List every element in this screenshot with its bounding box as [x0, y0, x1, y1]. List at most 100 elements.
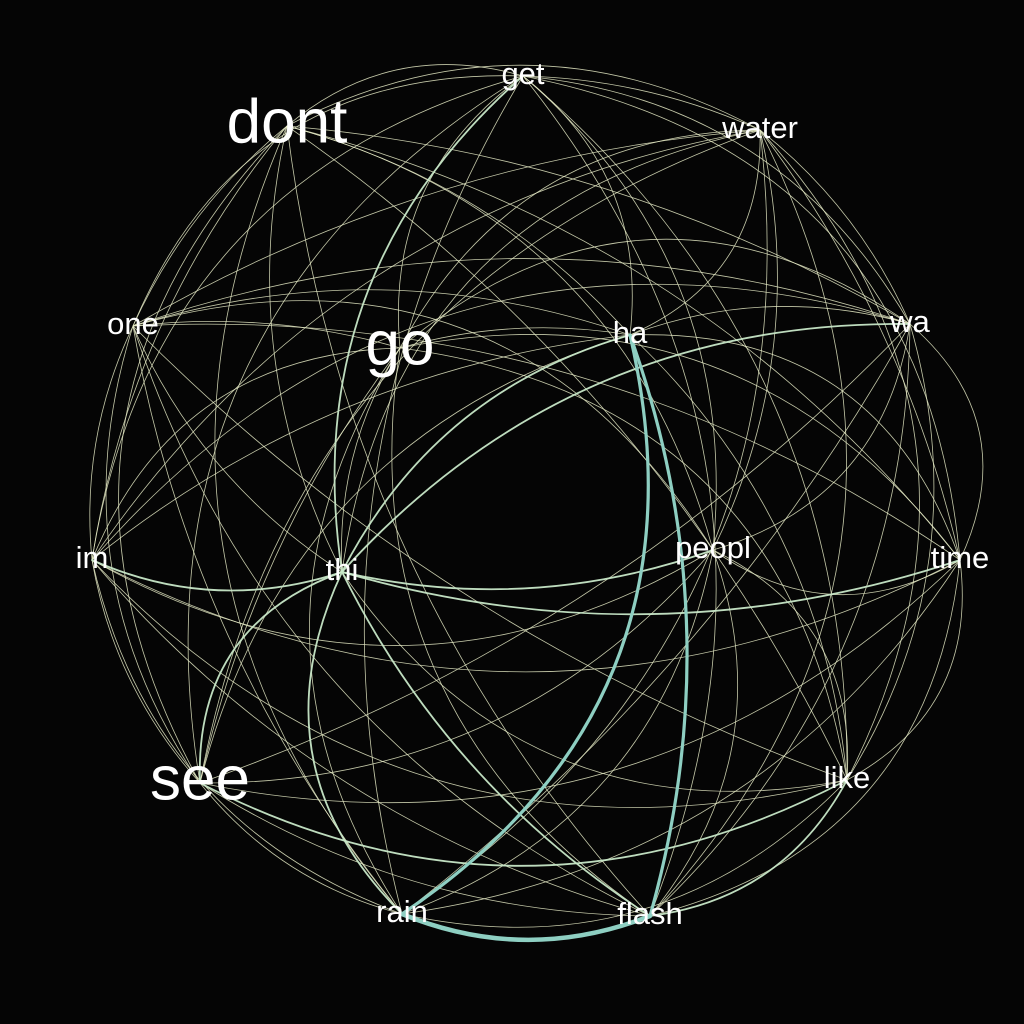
edge-rain-time: [401, 559, 961, 915]
node-label-go: go: [366, 309, 435, 378]
node-label-time: time: [931, 540, 990, 575]
edge-go-see: [199, 347, 401, 784]
edge-time-get: [522, 75, 961, 561]
edge-dont-see: [118, 125, 288, 784]
edge-thi-peopl: [341, 549, 714, 591]
edge-like-see: [199, 779, 848, 867]
edge-go-get: [397, 75, 524, 349]
edge-water-get: [522, 75, 761, 131]
edge-im-get: [91, 75, 524, 561]
edge-time-wa: [909, 323, 984, 561]
edge-dont-get: [286, 64, 524, 127]
edge-go-one: [132, 320, 401, 349]
edge-like-wa: [846, 323, 935, 781]
edge-go-wa: [399, 238, 911, 349]
edge-thi-wa: [341, 323, 911, 573]
edge-thi-see: [198, 571, 343, 784]
edge-dont-wa: [286, 125, 911, 325]
edge-dont-time: [286, 125, 961, 561]
edge-go-thi: [341, 347, 401, 573]
edge-peopl-im: [91, 549, 714, 646]
edge-see-wa: [199, 323, 911, 784]
edge-ha-time: [629, 334, 961, 561]
edge-go-im: [91, 347, 401, 561]
edge-dont-im: [91, 125, 288, 561]
edge-one-get: [132, 75, 524, 327]
edge-dont-one: [132, 125, 288, 327]
node-label-rain: rain: [376, 894, 428, 929]
edge-layer: [89, 64, 984, 943]
edge-one-flash: [132, 325, 651, 917]
edge-one-thi: [132, 325, 343, 573]
edge-one-water: [132, 129, 761, 327]
edge-im-like: [91, 559, 848, 808]
edge-im-see: [91, 559, 201, 784]
edge-rain-get: [363, 75, 524, 915]
node-label-one: one: [107, 306, 159, 341]
node-label-peopl: peopl: [675, 530, 751, 565]
edge-peopl-see: [199, 549, 714, 784]
edge-one-like: [132, 325, 848, 781]
edge-im-water: [91, 129, 761, 561]
edge-go-like: [399, 347, 848, 781]
edge-im-thi: [91, 559, 343, 592]
label-layer: getwaterwatimelikeflashrainseeimonedontg…: [76, 56, 990, 931]
edge-thi-time: [341, 559, 961, 616]
edge-rain-flash: [399, 911, 653, 943]
edge-see-flash: [199, 782, 651, 917]
node-label-flash: flash: [617, 896, 682, 931]
edge-like-flash: [649, 779, 848, 917]
edge-peopl-get: [522, 75, 717, 551]
node-label-water: water: [721, 110, 798, 145]
node-label-im: im: [76, 540, 109, 575]
edge-thi-rain: [307, 571, 403, 915]
edge-one-rain: [132, 325, 403, 915]
edge-flash-get: [522, 75, 717, 917]
edge-see-get: [187, 75, 524, 784]
edge-ha-like: [629, 334, 848, 781]
edge-im-one: [89, 325, 134, 561]
edge-peopl-one: [132, 300, 714, 551]
edge-like-time: [846, 559, 963, 781]
edge-thi-like: [341, 571, 848, 792]
edge-one-see: [105, 325, 201, 784]
edge-ha-flash: [628, 333, 689, 918]
edge-wa-water: [759, 129, 911, 325]
edge-go-time: [399, 334, 961, 561]
edge-wa-get: [522, 75, 911, 325]
edge-ha-im: [91, 334, 631, 561]
edge-time-water: [759, 129, 961, 561]
edge-peopl-water: [712, 129, 778, 551]
edge-im-wa: [91, 283, 911, 561]
edge-ha-get: [522, 75, 633, 336]
node-label-ha: ha: [613, 315, 648, 350]
edge-dont-like: [286, 125, 848, 781]
edge-flash-time: [649, 559, 961, 917]
edge-dont-water: [286, 64, 761, 131]
edge-flash-water: [649, 129, 847, 917]
edge-dont-thi: [269, 125, 343, 573]
edge-see-rain: [199, 782, 403, 915]
node-label-like: like: [824, 760, 871, 795]
edge-thi-ha: [341, 334, 631, 573]
node-label-get: get: [501, 56, 544, 91]
node-label-thi: thi: [326, 552, 359, 587]
edge-like-water: [759, 129, 920, 781]
edge-rain-water: [401, 129, 768, 915]
edge-im-flash: [91, 559, 651, 917]
edge-ha-one: [132, 289, 631, 336]
edge-peopl-flash: [649, 549, 738, 917]
edge-get-thi: [333, 75, 524, 573]
edge-peopl-wa: [712, 323, 911, 551]
edge-peopl-rain: [401, 549, 714, 915]
edge-ha-dont: [286, 125, 631, 336]
edge-thi-flash: [341, 571, 651, 917]
edge-ha-water: [629, 129, 761, 336]
node-label-dont: dont: [227, 87, 348, 156]
edge-ha-rain: [400, 333, 650, 916]
edge-thi-water: [341, 129, 761, 573]
node-label-see: see: [150, 744, 250, 813]
edge-go-flash: [391, 347, 651, 917]
